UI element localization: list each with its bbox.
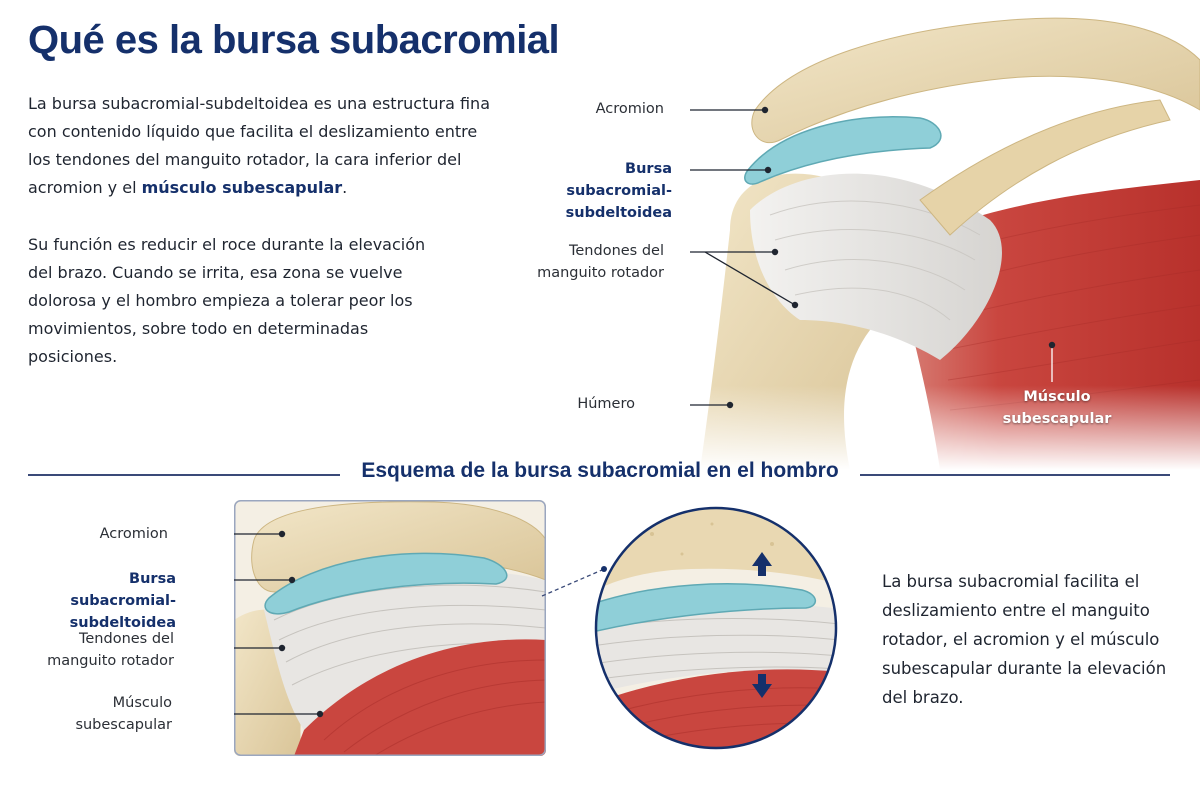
- section-rule-left: [28, 474, 340, 476]
- schema-label-muscle: Músculo subescapular: [22, 692, 172, 736]
- schema-label-muscle-line-2: subescapular: [75, 717, 172, 733]
- arrow-down-icon: [752, 674, 772, 698]
- intro-p1-bold: músculo subescapular: [141, 178, 343, 197]
- schema-illustration: [234, 500, 546, 756]
- label-humerus: Húmero: [577, 396, 635, 412]
- label-tendons-line-1: Tendones del: [568, 243, 664, 259]
- label-muscle-line-1: Músculo: [1023, 389, 1091, 405]
- label-muscle: Músculo subescapular: [992, 386, 1122, 430]
- section-rule-right: [860, 474, 1170, 476]
- zoom-connector: [541, 566, 607, 597]
- intro-paragraph-1: La bursa subacromial-subdeltoidea es una…: [28, 90, 498, 202]
- schema-label-bursa-line-2: subdeltoidea: [69, 615, 176, 631]
- schema-label-bursa: Bursa subacromial- subdeltoidea: [22, 568, 176, 634]
- zoom-detail-circle: [594, 506, 838, 750]
- section-title: Esquema de la bursa subacromial en el ho…: [361, 459, 839, 482]
- label-muscle-line-2: subescapular: [1002, 411, 1112, 427]
- intro-p1-text: La bursa subacromial-subdeltoidea es una…: [28, 94, 490, 197]
- schema-label-muscle-line-1: Músculo: [112, 695, 172, 711]
- page-title: Qué es la bursa subacromial: [28, 18, 560, 62]
- label-tendons-line-2: manguito rotador: [537, 265, 664, 281]
- schema-label-tendons-line-2: manguito rotador: [47, 653, 174, 669]
- intro-paragraph-2: Su función es reducir el roce durante la…: [28, 235, 426, 366]
- schema-label-acromion: Acromion: [99, 526, 168, 542]
- shoulder-anatomy-illustration: [690, 0, 1200, 470]
- label-acromion: Acromion: [595, 101, 664, 117]
- intro-p1-end: .: [342, 178, 348, 197]
- schema-label-bursa-line-1: Bursa subacromial-: [70, 571, 176, 609]
- label-bursa-line-2: subdeltoidea: [565, 205, 672, 221]
- schema-label-tendons-line-1: Tendones del: [78, 631, 174, 647]
- label-bursa-line-1: Bursa subacromial-: [566, 161, 672, 199]
- label-bursa: Bursa subacromial- subdeltoidea: [520, 158, 672, 224]
- schema-caption: La bursa subacromial facilita el desliza…: [882, 572, 1167, 707]
- label-tendons: Tendones del manguito rotador: [520, 240, 664, 284]
- schema-label-tendons: Tendones del manguito rotador: [22, 628, 174, 672]
- arrow-up-icon: [752, 552, 772, 576]
